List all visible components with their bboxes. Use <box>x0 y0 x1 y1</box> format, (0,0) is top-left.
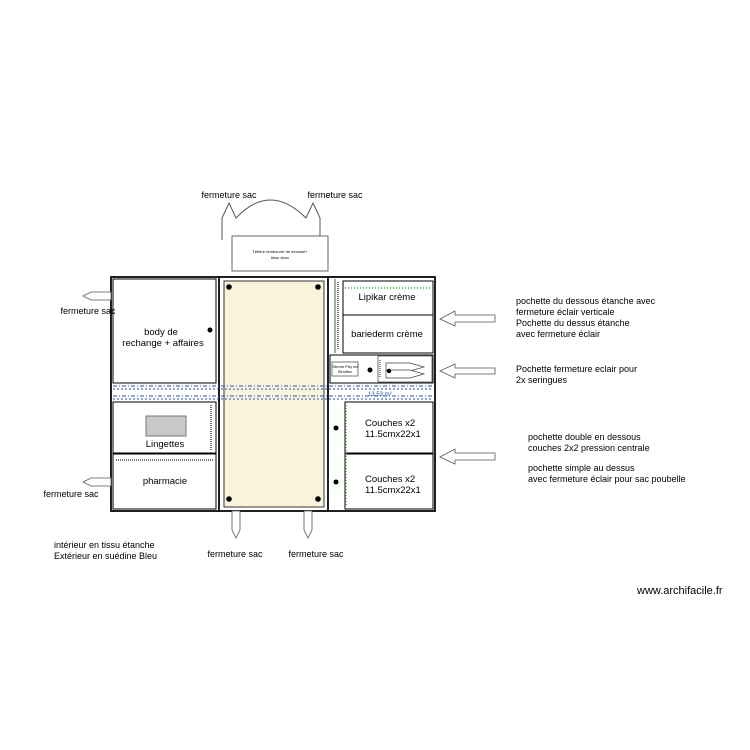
snap-dot <box>367 367 373 373</box>
note-2: Pochette fermeture eclair pour 2x sering… <box>516 364 637 385</box>
top-handle: Tétière rembourré de mousse+ tissu doux <box>221 199 329 272</box>
headrest-label-2: tissu doux <box>271 255 289 260</box>
center-panel <box>218 276 329 512</box>
area-label: 13.53 m² <box>368 392 392 398</box>
left-top-strap-arrow <box>82 291 112 301</box>
pharmacie-label: pharmacie <box>143 476 187 487</box>
headrest-box <box>231 235 329 272</box>
note-3-line-3: pochette simple au dessus <box>528 463 635 473</box>
serum-box <box>331 361 359 377</box>
lingettes-box <box>145 415 187 437</box>
material-line-2: Extérieur en suédine Bleu <box>54 551 157 561</box>
note-3: pochette double en dessous couches 2x2 p… <box>528 432 686 484</box>
bariederm-label: bariederm crème <box>351 329 423 340</box>
left-panel: body de rechange + affaires Lingettes ph… <box>110 276 220 512</box>
note-arrow-1 <box>439 310 496 327</box>
lipikar-label: Lipikar crème <box>358 292 415 303</box>
body-label-2: rechange + affaires <box>122 338 204 349</box>
fold-band: 13.53 m² <box>113 385 433 400</box>
lingettes-pocket <box>112 401 217 454</box>
pharmacie-pocket <box>112 453 217 510</box>
snap-dot <box>333 479 339 485</box>
body-pocket <box>112 278 217 384</box>
note-3-line-1: pochette double en dessous <box>528 432 641 442</box>
bariederm-pocket <box>342 314 434 354</box>
syringe-icon <box>385 369 426 379</box>
strap-label-bottom-right: fermeture sac <box>288 549 344 559</box>
snap-dot <box>226 284 232 290</box>
body-label-1: body de <box>144 327 178 338</box>
bottom-left-strap-arrow <box>231 510 241 539</box>
note-1-line-1: pochette du dessous étanche avec <box>516 296 656 306</box>
snap-dot <box>315 284 321 290</box>
snap-dot <box>315 496 321 502</box>
strap-label-left-top: fermeture sac <box>60 306 116 316</box>
left-bottom-strap-arrow <box>82 477 112 487</box>
material-line-1: intérieur en tissu étanche <box>54 540 155 550</box>
material-note: intérieur en tissu étanche Extérieur en … <box>54 540 157 561</box>
headrest-label-1: Tétière rembourré de mousse+ <box>252 249 308 254</box>
note-1-line-3: Pochette du dessus étanche <box>516 318 630 328</box>
strap-label-top-right: fermeture sac <box>307 190 363 200</box>
note-3-line-2: couches 2x2 pression centrale <box>528 443 650 453</box>
strap-label-top-left: fermeture sac <box>201 190 257 200</box>
snap-dot <box>226 496 232 502</box>
snap-dot <box>333 425 339 431</box>
serum-label-1: Serum Phy ed <box>332 364 357 369</box>
note-2-line-1: Pochette fermeture eclair pour <box>516 364 637 374</box>
couches-1-line-2: 11.5cmx22x1 <box>365 429 421 440</box>
couches-2-line-2: 11.5cmx22x1 <box>365 485 421 496</box>
strap-label-bottom-left: fermeture sac <box>207 549 263 559</box>
note-arrow-2 <box>439 363 496 379</box>
couches-1-line-1: Couches x2 <box>365 418 415 429</box>
note-3-line-4: avec fermeture éclair pour sac poubelle <box>528 474 686 484</box>
note-1-line-2: fermeture éclair verticale <box>516 307 615 317</box>
note-1: pochette du dessous étanche avec fermetu… <box>516 296 656 339</box>
right-panel-frame <box>327 276 436 512</box>
note-arrow-3 <box>439 448 496 465</box>
watermark: www.archifacile.fr <box>636 585 723 597</box>
note-1-line-4: avec fermeture éclair <box>516 329 600 339</box>
strap-label-left-bottom: fermeture sac <box>43 489 99 499</box>
serum-label-2: Sinuflux <box>338 369 352 374</box>
snap-dot <box>207 327 213 333</box>
changing-mat <box>223 280 325 508</box>
bottom-right-strap-arrow <box>303 510 313 539</box>
syringe-area <box>329 354 434 384</box>
couches-pocket-1 <box>344 401 434 454</box>
note-2-line-2: 2x seringues <box>516 375 568 385</box>
couches-pocket-2 <box>344 453 434 510</box>
right-panel: Lipikar crème bariederm crème Serum Phy … <box>327 276 436 512</box>
lingettes-label: Lingettes <box>146 439 185 450</box>
couches-2-line-1: Couches x2 <box>365 474 415 485</box>
snap-dot <box>386 368 392 374</box>
